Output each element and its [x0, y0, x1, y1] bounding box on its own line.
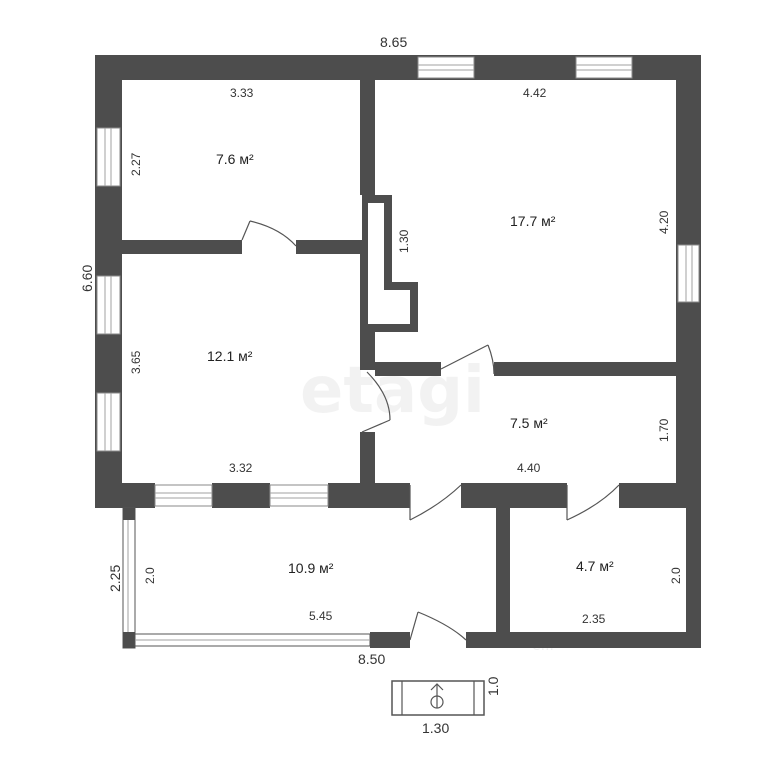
top-left-height-label: 2.27 — [129, 152, 143, 176]
doors — [241, 220, 620, 641]
veranda-walls — [122, 507, 701, 649]
dimensions: 8.65 6.60 3.33 2.27 4.42 4.20 1.30 3.65 … — [79, 34, 683, 736]
mid-left-width-label: 3.32 — [229, 461, 253, 475]
room-hall-area: 7.5 м² — [510, 415, 548, 431]
mid-left-height-label: 3.65 — [129, 350, 143, 374]
hall-height-label: 1.70 — [657, 418, 671, 442]
overall-height-label: 6.60 — [79, 265, 95, 292]
stove-label: 1.30 — [397, 229, 411, 253]
top-left-width-label: 3.33 — [230, 86, 254, 100]
room-top-right-area: 17.7 м² — [510, 213, 556, 229]
small-room-height-label: 2.0 — [669, 567, 683, 584]
top-right-height-label: 4.20 — [657, 210, 671, 234]
room-top-left-area: 7.6 м² — [216, 151, 254, 167]
outer-walls — [95, 55, 701, 508]
top-right-width-label: 4.42 — [523, 86, 547, 100]
windows — [96, 56, 700, 507]
entrance-step — [391, 680, 485, 716]
room-mid-left-area: 12.1 м² — [207, 348, 253, 364]
stove — [362, 195, 418, 332]
overall-width-label: 8.65 — [380, 34, 407, 50]
room-areas: 7.6 м² 17.7 м² 12.1 м² 7.5 м² 10.9 м² 4.… — [207, 151, 614, 576]
small-room-width-label: 2.35 — [582, 612, 606, 626]
veranda-width-label: 5.45 — [309, 609, 333, 623]
entrance-width-label: 1.30 — [422, 720, 449, 736]
porch-height-label: 2.25 — [107, 565, 123, 592]
entrance-depth-label: 1.0 — [485, 676, 501, 696]
hall-width-label: 4.40 — [517, 461, 541, 475]
room-veranda-area: 10.9 м² — [288, 560, 334, 576]
interior-walls — [122, 80, 676, 483]
veranda-height-label: 2.0 — [143, 567, 157, 584]
porch-width-label: 8.50 — [358, 651, 385, 667]
room-small-area: 4.7 м² — [576, 558, 614, 574]
